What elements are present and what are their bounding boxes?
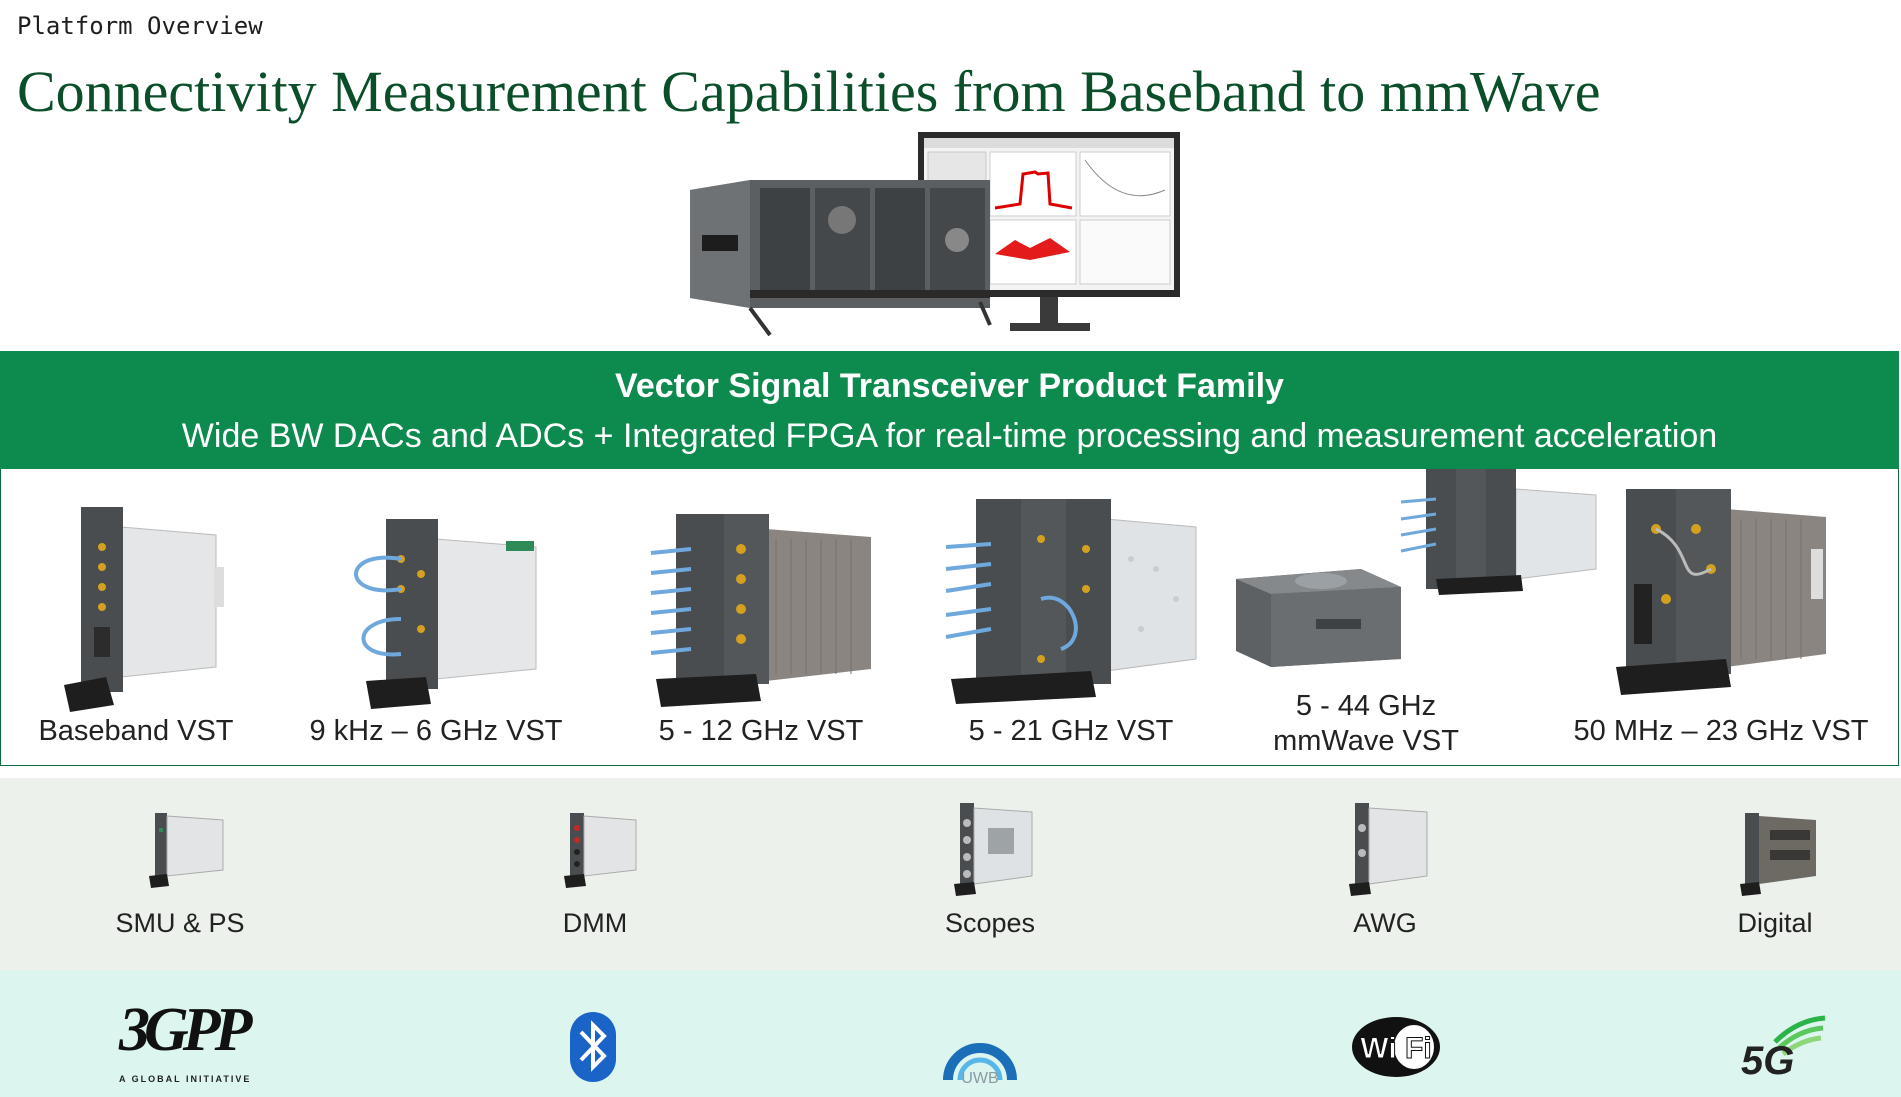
dmm-module-icon bbox=[564, 813, 637, 888]
vst-product-row: Baseband VST 9 kHz – 6 GHz VST bbox=[0, 469, 1899, 766]
product-label: 9 kHz – 6 GHz VST bbox=[309, 715, 563, 747]
product-23ghz-vst: 50 MHz – 23 GHz VST bbox=[1574, 469, 1868, 765]
mmwave-vst-image bbox=[1236, 469, 1597, 667]
3gpp-logo-icon: 3GPP A GLOBAL INITIATIVE bbox=[118, 996, 255, 1084]
pxi-chassis-image bbox=[690, 180, 992, 337]
product-label: 50 MHz – 23 GHz VST bbox=[1573, 715, 1869, 747]
page-title: Connectivity Measurement Capabilities fr… bbox=[17, 59, 1601, 124]
section-label: Platform Overview bbox=[17, 12, 263, 40]
standard-bluetooth bbox=[568, 970, 618, 1097]
baseband-vst-image bbox=[64, 507, 224, 712]
product-baseband-vst: Baseband VST bbox=[38, 469, 234, 765]
standards-row: 3GPP A GLOBAL INITIATIVE UWB Wi Fi 5G bbox=[0, 970, 1901, 1097]
23ghz-vst-image bbox=[1616, 489, 1826, 695]
standard-5g: 5G bbox=[1735, 970, 1835, 1097]
product-6ghz-vst: 9 kHz – 6 GHz VST bbox=[309, 469, 563, 765]
wifi-logo-text: Wi Fi bbox=[1360, 1032, 1431, 1065]
hero-system-image bbox=[690, 132, 1180, 337]
product-44ghz-mmwave-vst: 5 - 44 GHz mmWave VST bbox=[1231, 469, 1601, 765]
uwb-logo-text: UWB bbox=[961, 1070, 998, 1087]
21ghz-vst-image bbox=[945, 499, 1197, 704]
monitor-image bbox=[918, 132, 1180, 331]
product-label: 5 - 44 GHz mmWave VST bbox=[1273, 690, 1459, 757]
instrument-scopes: Scopes bbox=[890, 778, 1090, 970]
5g-logo-icon: 5G bbox=[1741, 1015, 1826, 1080]
wifi-logo-icon: Wi Fi bbox=[1352, 1017, 1440, 1077]
instrument-digital: Digital bbox=[1675, 778, 1875, 970]
5g-logo-text: 5G bbox=[1741, 1039, 1794, 1080]
instrument-row: SMU & PS DMM Scopes AWG bbox=[0, 778, 1901, 970]
product-label: 5 - 12 GHz VST bbox=[658, 715, 864, 747]
product-family-banner: Vector Signal Transceiver Product Family… bbox=[0, 351, 1899, 469]
6ghz-vst-image bbox=[354, 519, 537, 709]
instrument-label: Scopes bbox=[944, 908, 1036, 938]
product-12ghz-vst: 5 - 12 GHz VST bbox=[650, 469, 871, 765]
scope-module-icon bbox=[954, 803, 1033, 896]
product-21ghz-vst: 5 - 21 GHz VST bbox=[945, 469, 1197, 765]
banner-subtitle: Wide BW DACs and ADCs + Integrated FPGA … bbox=[181, 417, 1718, 455]
banner-title: Vector Signal Transceiver Product Family bbox=[615, 367, 1284, 405]
3gpp-logo-text: 3GPP bbox=[118, 996, 254, 1064]
instrument-label: Digital bbox=[1737, 908, 1813, 938]
awg-module-icon bbox=[1349, 803, 1428, 896]
12ghz-vst-image bbox=[650, 514, 871, 707]
product-label: 5 - 21 GHz VST bbox=[968, 715, 1174, 747]
instrument-label: AWG bbox=[1353, 908, 1417, 938]
uwb-logo-icon: UWB bbox=[943, 1043, 1017, 1087]
bluetooth-logo-icon bbox=[570, 1012, 616, 1082]
digital-module-icon bbox=[1740, 813, 1816, 896]
standard-uwb: UWB bbox=[940, 970, 1020, 1097]
instrument-label: SMU & PS bbox=[115, 908, 245, 938]
3gpp-tagline: A GLOBAL INITIATIVE bbox=[119, 1074, 251, 1084]
instrument-dmm: DMM bbox=[495, 778, 695, 970]
standard-3gpp: 3GPP A GLOBAL INITIATIVE bbox=[115, 970, 255, 1097]
instrument-smu-ps: SMU & PS bbox=[80, 778, 280, 970]
product-label: Baseband VST bbox=[38, 715, 234, 747]
standard-wifi: Wi Fi bbox=[1348, 970, 1448, 1097]
smu-module-icon bbox=[149, 813, 224, 888]
instrument-label: DMM bbox=[562, 908, 628, 938]
instrument-awg: AWG bbox=[1285, 778, 1485, 970]
